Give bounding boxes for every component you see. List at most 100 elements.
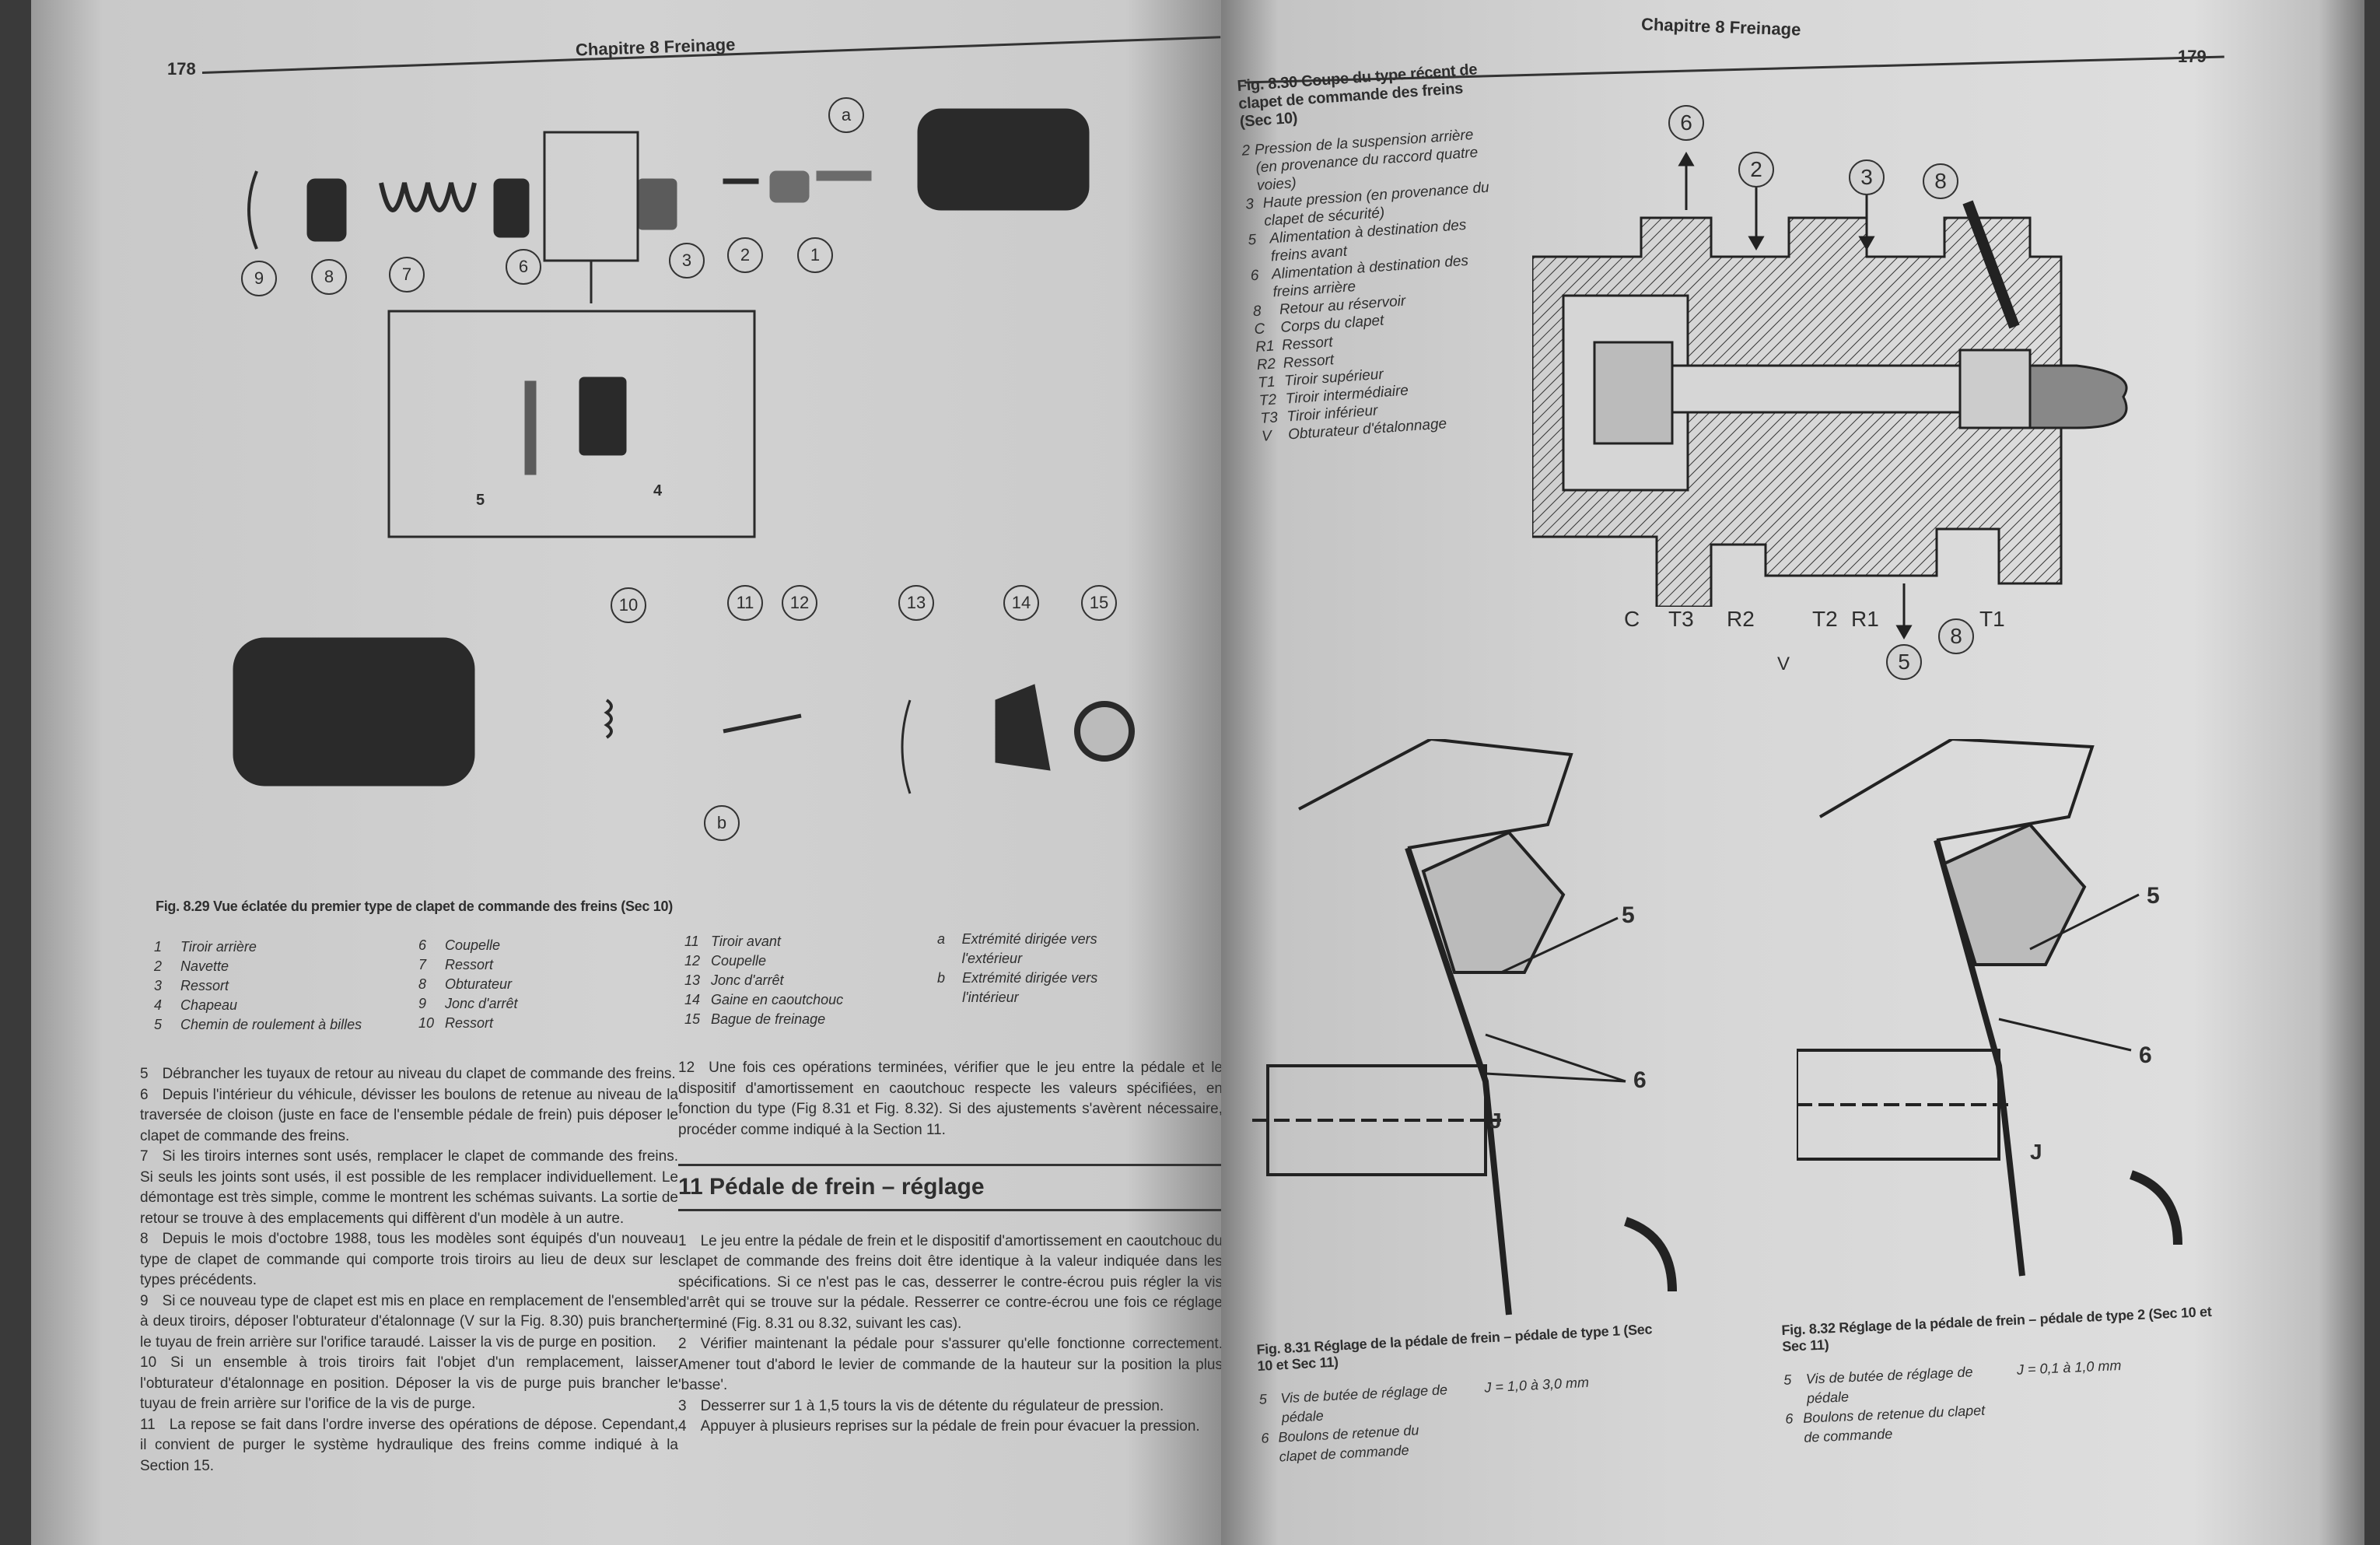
plug-part xyxy=(306,178,347,242)
cup-part xyxy=(493,178,530,238)
fig-8-31-label-J: J xyxy=(1489,1109,1502,1133)
fig-8-30-flow-arrows xyxy=(1678,151,1913,640)
label-V: V xyxy=(1777,653,1790,674)
callout-3: 3 xyxy=(1849,159,1885,195)
callout-2: 2 xyxy=(727,237,763,273)
valve-body-photo xyxy=(917,108,1090,211)
callout-6: 6 xyxy=(506,249,541,285)
section-heading: 11 Pédale de frein – réglage xyxy=(678,1164,1223,1211)
fig-8-29-exploded-view xyxy=(233,108,1135,794)
fig-8-31-spec: J = 1,0 à 3,0 mm xyxy=(1483,1374,1590,1396)
valve-body-photo-2 xyxy=(233,637,475,787)
fig-8-31-pedal-diagram xyxy=(1252,739,1677,1316)
fig-8-29-caption: Fig. 8.29 Vue éclatée du premier type de… xyxy=(156,899,673,914)
detail-inset xyxy=(387,310,756,538)
label-T1: T1 xyxy=(1979,607,2005,631)
label-R2: R2 xyxy=(1727,607,1755,631)
callout-6: 6 xyxy=(1668,105,1704,141)
page-number: 178 xyxy=(167,59,196,79)
fig-8-32-label-6: 6 xyxy=(2139,1042,2152,1068)
inset-label-4: 4 xyxy=(653,482,663,499)
callout-8: 8 xyxy=(311,259,347,295)
callout-15: 15 xyxy=(1081,585,1117,621)
circlip-part xyxy=(247,170,258,250)
callout-b: b xyxy=(704,805,740,841)
label-T2: T2 xyxy=(1812,607,1838,631)
fig-8-32-text: Fig. 8.32 Réglage de la pédale de frein … xyxy=(1781,1304,2222,1449)
fig-8-32-spec: J = 0,1 à 1,0 mm xyxy=(2016,1357,2122,1378)
callout-8: 8 xyxy=(1923,163,1958,199)
callout-12: 12 xyxy=(782,585,817,621)
callout-13: 13 xyxy=(898,585,934,621)
left-page: 178 Chapitre 8 Freinage a 1 xyxy=(31,0,1223,1545)
callout-11: 11 xyxy=(727,585,763,621)
fig-8-32-label-J: J xyxy=(2030,1140,2042,1164)
fig-8-32-pedal-diagram xyxy=(1797,739,2182,1277)
arrow-down-icon xyxy=(1895,625,1913,640)
callout-a: a xyxy=(828,97,864,133)
inset-label-5: 5 xyxy=(476,492,485,509)
fig-8-31-label-6: 6 xyxy=(1633,1067,1647,1093)
callout-8-lower: 8 xyxy=(1938,618,1974,654)
arrow-down-icon xyxy=(1858,236,1875,251)
callout-5: 5 xyxy=(1886,644,1922,680)
callout-9: 9 xyxy=(241,261,277,296)
callout-10: 10 xyxy=(611,587,646,623)
label-R1: R1 xyxy=(1851,607,1879,631)
callout-7: 7 xyxy=(389,257,425,293)
arrow-down-icon xyxy=(1748,236,1765,251)
label-C: C xyxy=(1624,607,1640,631)
right-page: Chapitre 8 Freinage 179 Fig. 8.30 Coupe … xyxy=(1221,0,2364,1545)
fig-8-32-caption: Fig. 8.32 Réglage de la pédale de frein … xyxy=(1781,1303,2212,1354)
arrow-up-icon xyxy=(1678,151,1695,166)
callout-3: 3 xyxy=(669,243,705,279)
fig-8-31-text: Fig. 8.31 Réglage de la pédale de frein … xyxy=(1256,1321,1667,1468)
fig-8-32-label-5: 5 xyxy=(2147,883,2160,909)
callout-1: 1 xyxy=(797,237,833,273)
spring-part xyxy=(379,182,477,212)
callout-14: 14 xyxy=(1003,585,1039,621)
fig-8-31-label-5: 5 xyxy=(1622,902,1635,928)
label-T3: T3 xyxy=(1668,607,1694,631)
fig-8-30-cross-section xyxy=(1532,200,2128,607)
callout-2: 2 xyxy=(1738,152,1774,187)
